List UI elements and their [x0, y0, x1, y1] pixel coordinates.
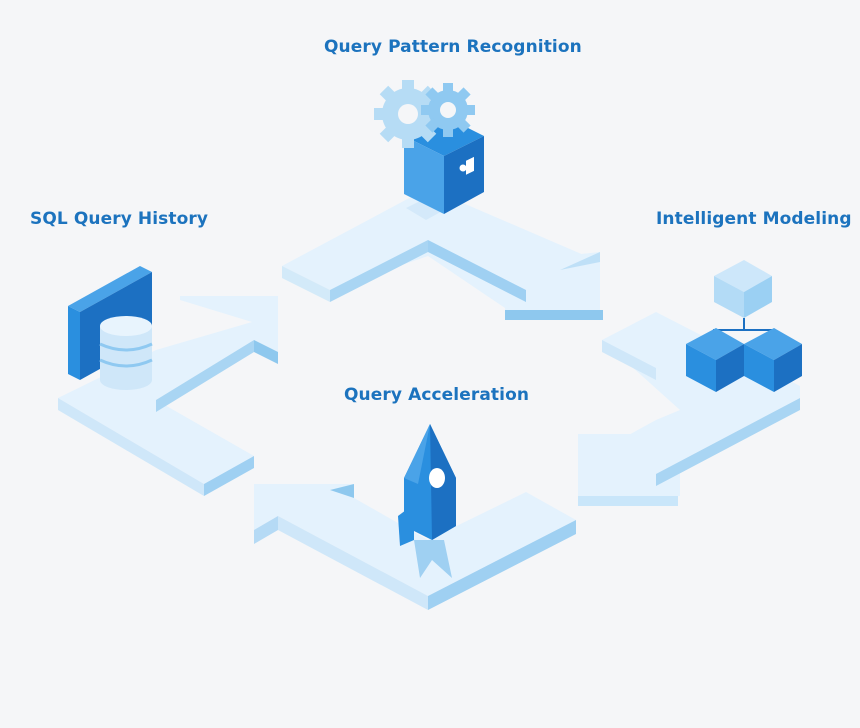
label-sql-query-history: SQL Query History — [30, 209, 209, 229]
database-monitor-icon — [68, 266, 153, 390]
label-query-pattern-recognition: Query Pattern Recognition — [324, 37, 582, 57]
gears-cube-icon — [374, 80, 484, 220]
label-query-acceleration: Query Acceleration — [344, 385, 530, 405]
arrow-right-to-bottom — [578, 312, 800, 506]
rocket-icon — [398, 424, 456, 578]
label-intelligent-modeling: Intelligent Modeling — [656, 209, 852, 229]
cube-hierarchy-icon — [686, 260, 802, 392]
arrow-top-to-right — [282, 188, 603, 320]
arrow-left-to-top — [58, 296, 278, 496]
